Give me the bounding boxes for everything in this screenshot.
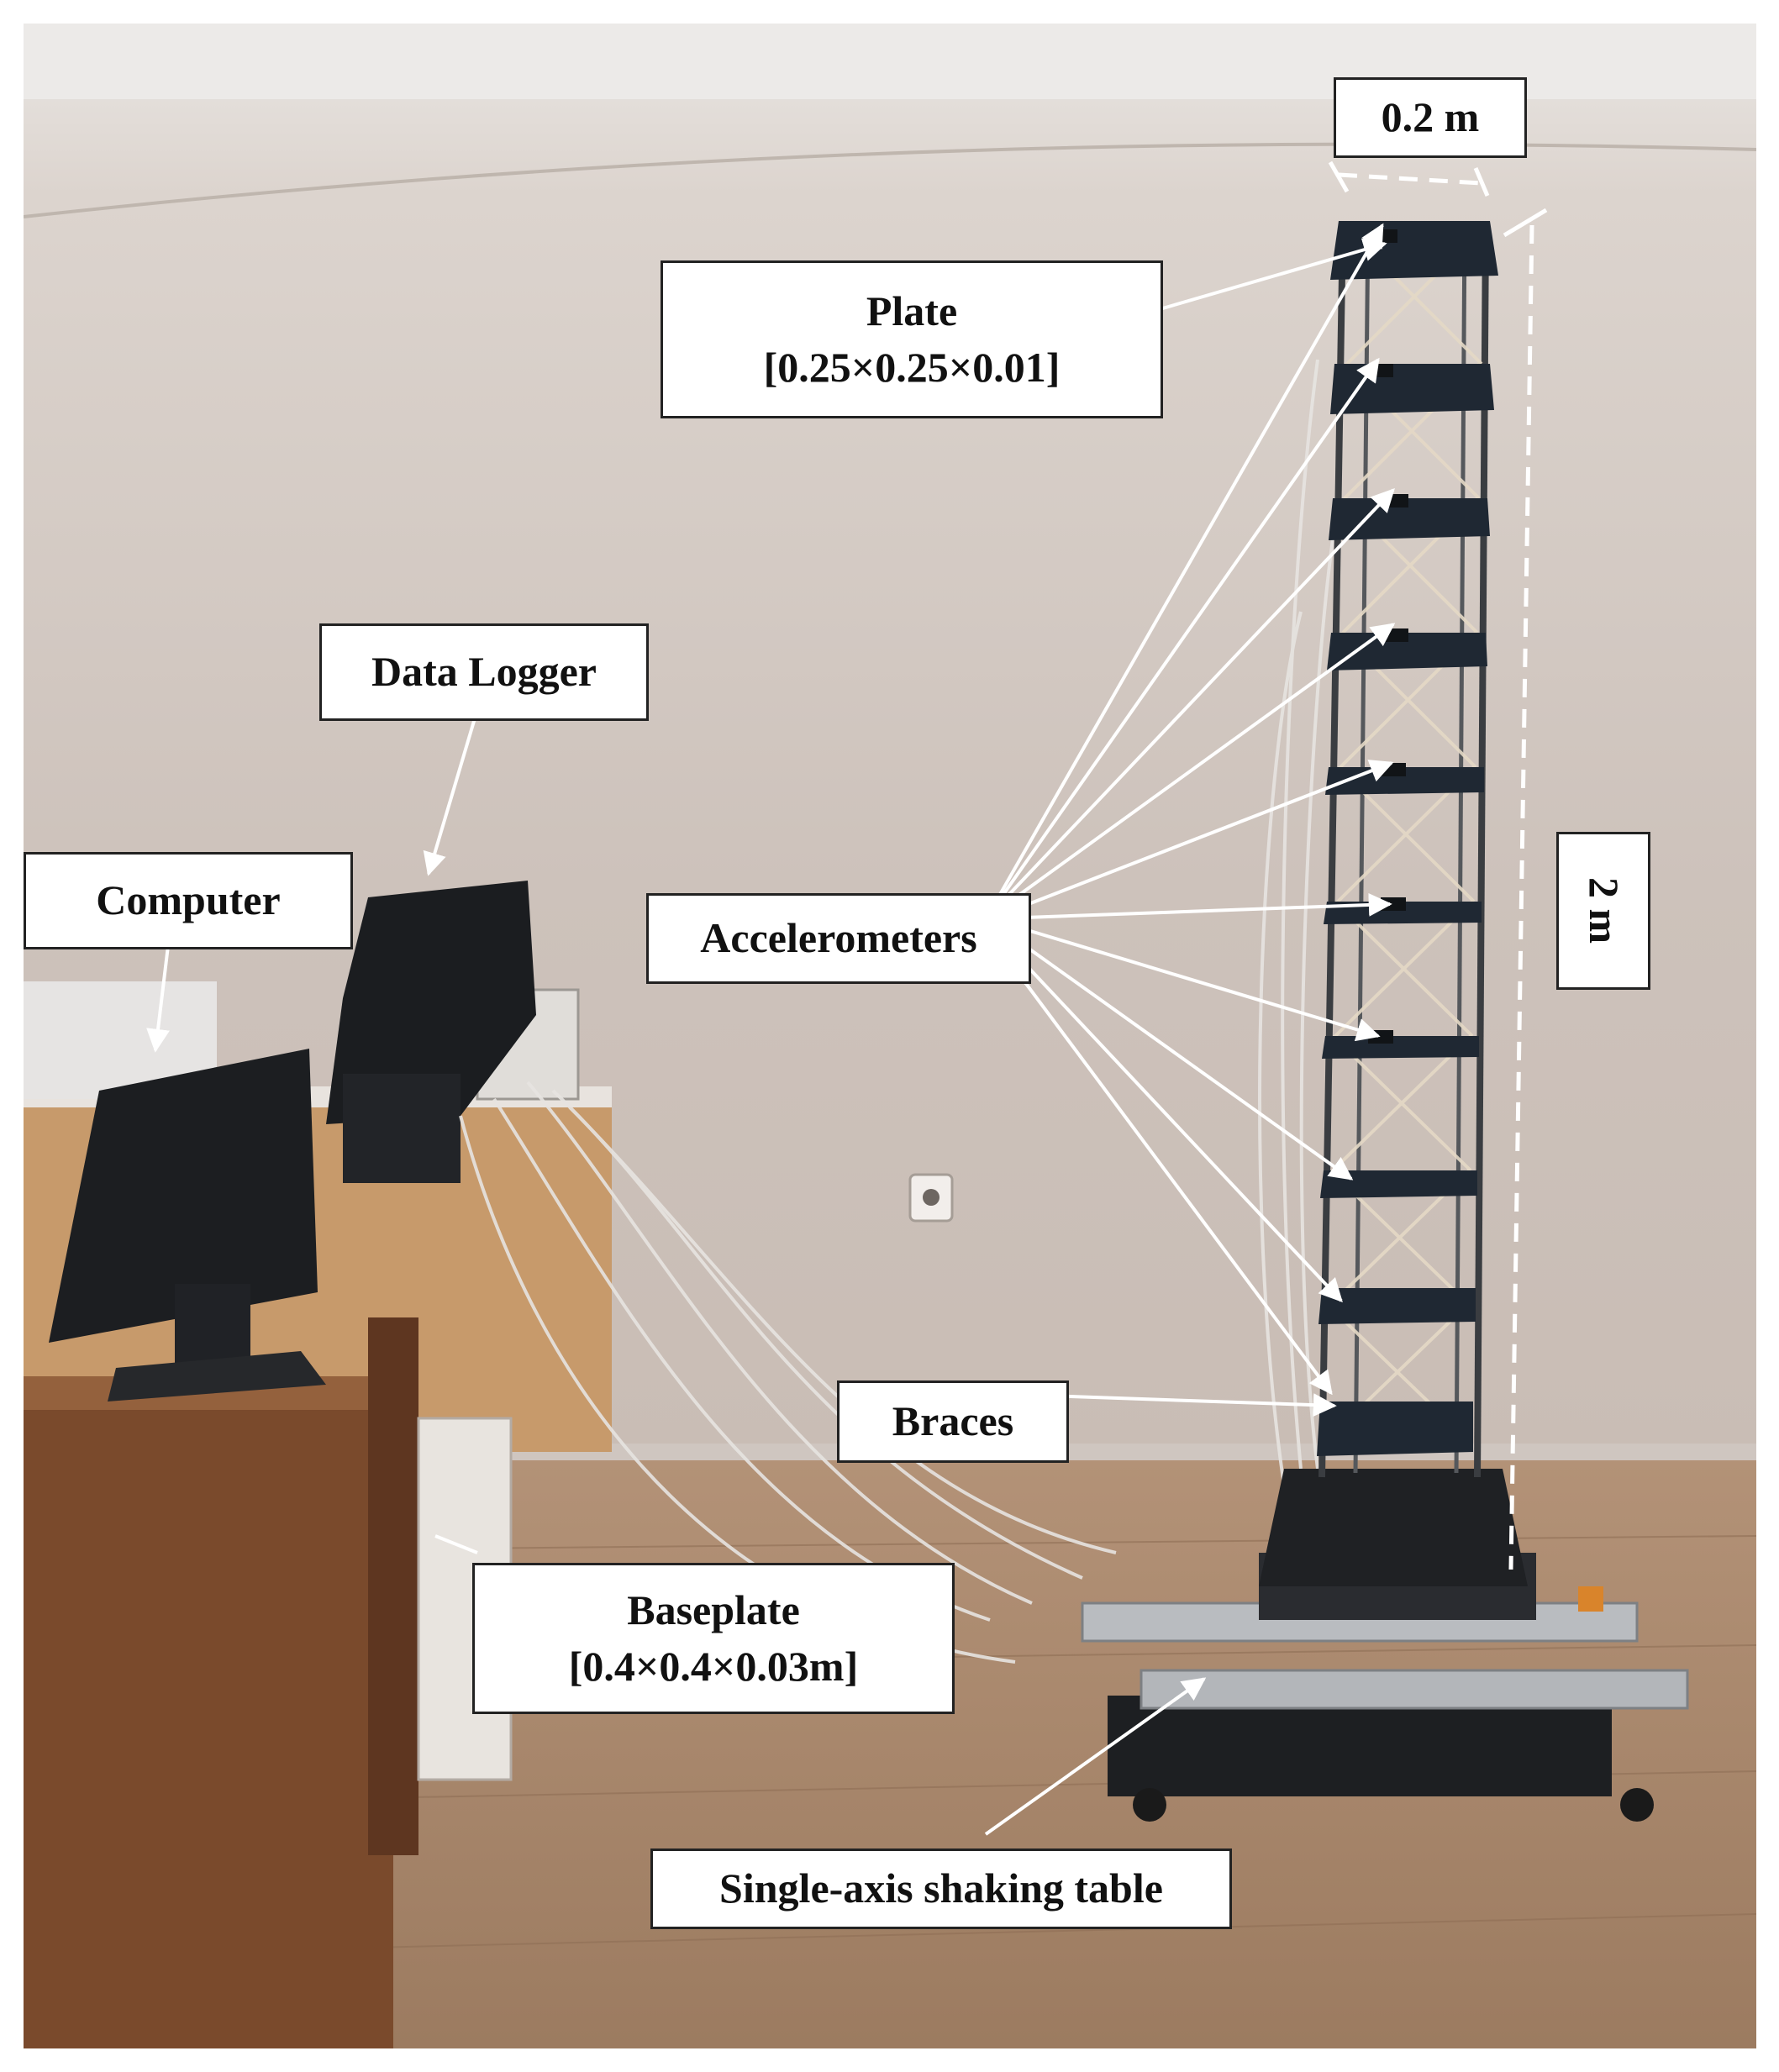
plate-label: Plate [0.25×0.25×0.01] [661, 260, 1163, 418]
baseplate [1259, 1469, 1528, 1586]
cables [459, 359, 1336, 1664]
annotation-arrows [146, 223, 1396, 1836]
baseplate-arrow [434, 1534, 478, 1554]
shaking-table-label: Single-axis shaking table [650, 1848, 1232, 1929]
accelerometers-label: Accelerometers [646, 893, 1031, 984]
accel-arrow-9 [992, 929, 1343, 1303]
tower-frame [1318, 220, 1489, 1478]
width-dimension-label: 0.2 m [1334, 77, 1527, 158]
braces-arrow [1045, 1393, 1337, 1417]
baseplate-label: Baseplate [0.4×0.4×0.03m] [472, 1563, 955, 1714]
floor-plates [1317, 221, 1498, 1456]
plate-label-dims: [0.25×0.25×0.01] [763, 344, 1061, 391]
width-dimension [1338, 172, 1482, 186]
computer-label: Computer [24, 852, 353, 949]
accel-arrow-5 [1002, 760, 1394, 916]
width-dimension-text: 0.2 m [1381, 93, 1480, 141]
accel-arrow-3 [997, 487, 1395, 907]
height-dimension [1508, 224, 1534, 1570]
accel-arrow-7 [1002, 921, 1381, 1042]
braces-text: Braces [892, 1397, 1014, 1445]
shaking-table-arrow [984, 1677, 1207, 1836]
accel-arrow-6 [1002, 892, 1392, 920]
data-logger-label: Data Logger [319, 623, 649, 721]
accel-arrow-8 [997, 925, 1354, 1181]
baseplate-label-title: Baseplate [627, 1586, 800, 1633]
dimension-lines [1338, 172, 1534, 1570]
height-dimension-label: 2 m [1556, 832, 1650, 990]
data-logger-arrow [423, 695, 483, 876]
computer-monitor [49, 1049, 318, 1343]
plate-label-title: Plate [866, 287, 958, 334]
braces-label: Braces [837, 1380, 1069, 1463]
height-dimension-text: 2 m [1580, 877, 1628, 944]
accel-arrow-2 [997, 357, 1380, 903]
accel-arrow-10 [988, 933, 1333, 1396]
computer-text: Computer [96, 876, 281, 924]
data-logger-device [326, 881, 536, 1124]
accelerometers-text: Accelerometers [700, 914, 977, 962]
data-logger-text: Data Logger [371, 648, 597, 696]
baseplate-label-dims: [0.4×0.4×0.03m] [568, 1643, 859, 1690]
accel-arrow-1 [997, 223, 1384, 898]
plate-arrow [1145, 238, 1387, 315]
accel-arrow-4 [997, 623, 1396, 912]
front-desk [24, 1401, 393, 2048]
shaking-table-text: Single-axis shaking table [719, 1864, 1163, 1912]
